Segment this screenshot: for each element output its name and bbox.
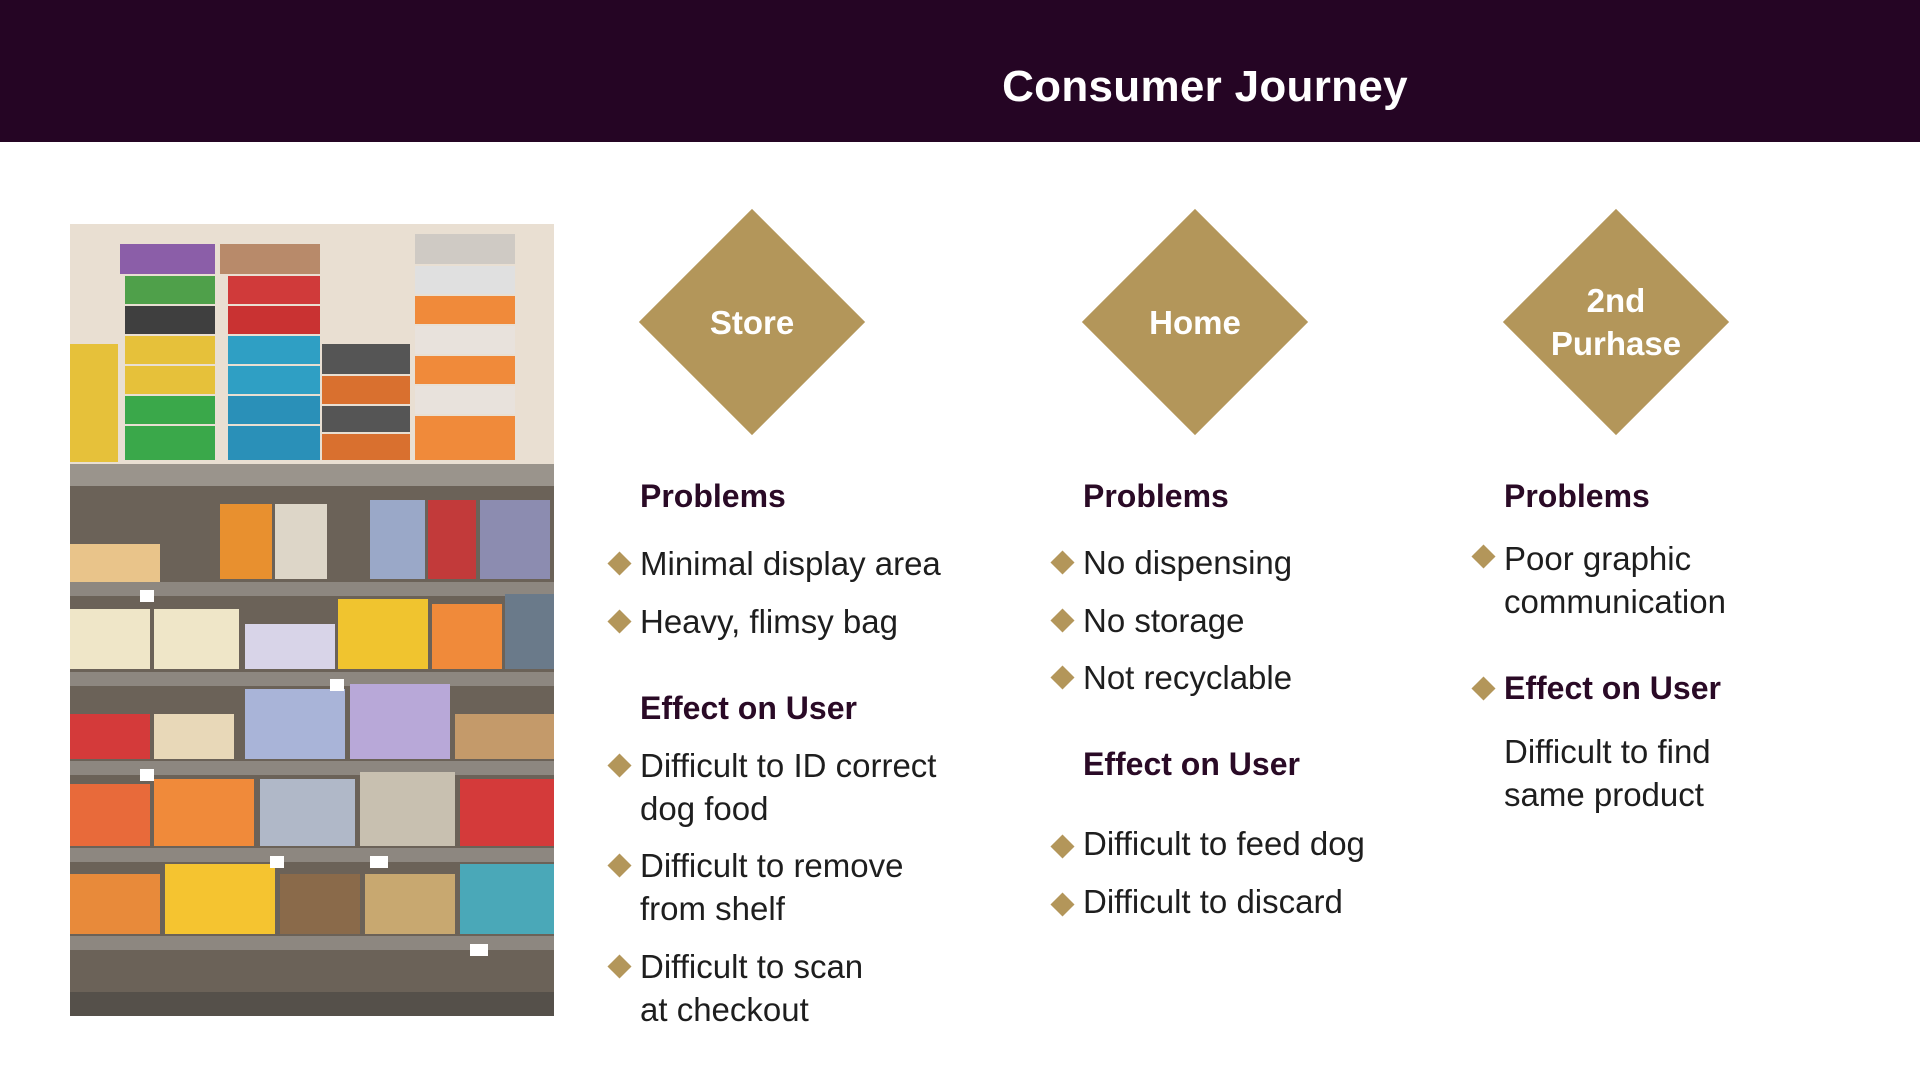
header-bar: Consumer Journey — [0, 0, 1920, 142]
effect-item: Difficult to discard — [1083, 883, 1343, 920]
diamond-bullet-icon — [607, 753, 632, 778]
diamond-bullet-icon — [1471, 676, 1496, 701]
diamond-bullet-icon — [1050, 550, 1075, 575]
effect-line: dog food — [640, 790, 769, 827]
diamond-bullet-icon — [1050, 608, 1075, 633]
store-shelf-photo — [70, 224, 554, 1016]
diamond-bullet-icon — [1471, 544, 1496, 569]
effect-item: Difficult to scan at checkout — [640, 945, 863, 1031]
stage-label-line: Purhase — [1550, 325, 1682, 362]
stage-label: 2nd Purhase — [1496, 242, 1736, 402]
diamond-bullet-icon — [1050, 834, 1075, 859]
problem-item: Not recyclable — [1083, 659, 1293, 696]
effect-heading: Effect on User — [1504, 670, 1721, 706]
stage-badge-store: Store — [638, 208, 866, 436]
stage-label: Home — [1149, 303, 1241, 341]
diamond-bullet-icon — [1050, 892, 1075, 917]
problem-item: Poor graphic communication — [1504, 537, 1726, 623]
effect-line: same product — [1504, 776, 1704, 813]
effect-line: Difficult to ID correct — [640, 747, 937, 784]
stage-badge-second-purchase: 2nd Purhase — [1502, 208, 1730, 436]
effect-line: Difficult to remove — [640, 847, 904, 884]
column-store: Store Problems Minimal display area Heav… — [0, 0, 941, 1078]
problem-item: Heavy, flimsy bag — [640, 603, 898, 640]
effect-line: at checkout — [640, 991, 809, 1028]
shelf-illustration — [70, 224, 554, 1016]
problem-line: Poor graphic — [1504, 540, 1692, 577]
problem-item: Minimal display area — [640, 545, 941, 582]
column-second-purchase: 2nd Purhase Problems Poor graphic commun… — [0, 0, 1730, 1078]
problem-line: communication — [1504, 583, 1726, 620]
page-title: Consumer Journey — [1002, 62, 1408, 111]
problems-heading: Problems — [1504, 478, 1650, 514]
stage-label: Store — [709, 303, 795, 341]
effect-line: from shelf — [640, 890, 785, 927]
effect-item: Difficult to ID correct dog food — [640, 744, 936, 830]
problems-heading: Problems — [640, 478, 786, 514]
effect-text: Difficult to find same product — [1504, 730, 1711, 816]
effect-item: Difficult to remove from shelf — [640, 844, 903, 930]
diamond-bullet-icon — [1050, 665, 1075, 690]
effect-item: Difficult to feed dog — [1083, 825, 1365, 862]
diamond-bullet-icon — [607, 609, 632, 634]
stage-label-line: 2nd — [1586, 282, 1646, 319]
diamond-bullet-icon — [607, 853, 632, 878]
problem-item: No storage — [1083, 602, 1245, 639]
stage-badge-home: Home — [1081, 208, 1309, 436]
effect-line: Difficult to scan — [640, 948, 864, 985]
effect-heading: Effect on User — [1083, 746, 1300, 782]
diamond-bullet-icon — [607, 954, 632, 979]
diamond-bullet-icon — [607, 551, 632, 576]
effect-line: Difficult to find — [1504, 733, 1711, 770]
effect-heading: Effect on User — [640, 690, 857, 726]
problem-item: No dispensing — [1083, 544, 1293, 581]
problems-heading: Problems — [1083, 478, 1229, 514]
column-home: Home Problems No dispensing No storage N… — [0, 0, 1365, 1078]
